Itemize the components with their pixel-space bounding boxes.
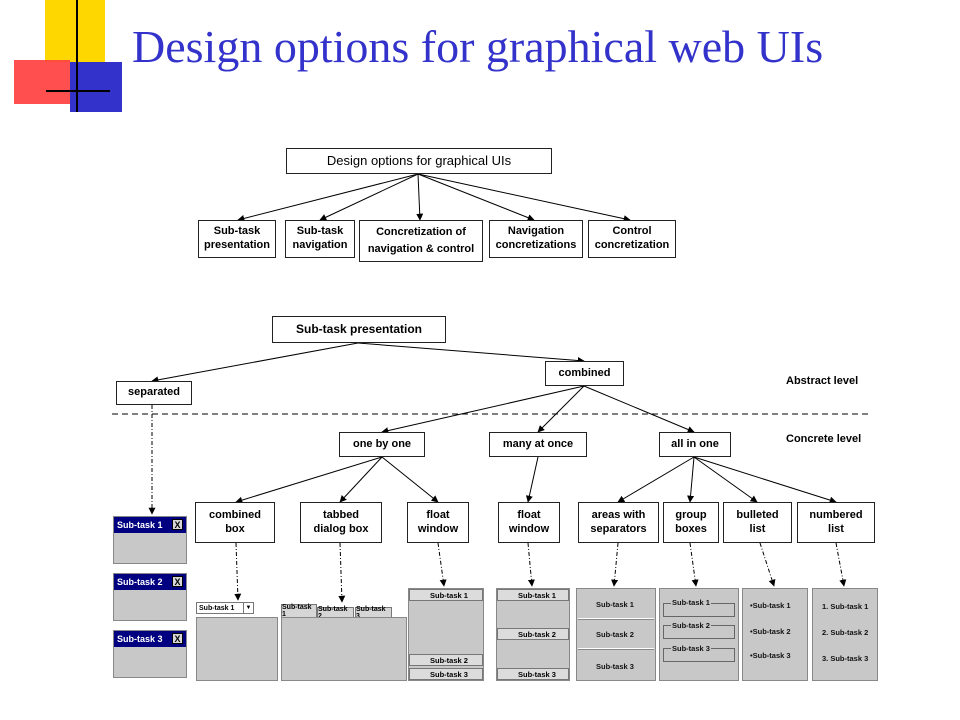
mock-area-label-1: Sub-task 1 [596, 600, 634, 609]
slide-title: Design options for graphical web UIs [132, 21, 824, 72]
deco-blue-square [70, 62, 122, 112]
mock-float-b-bar-2: Sub-task 2 [497, 628, 569, 640]
mock-float-a-bar-1: Sub-task 1 [409, 589, 483, 601]
node-separated: separated [116, 381, 192, 405]
deco-yellow-square [45, 0, 105, 62]
node-many-at-once: many at once [489, 432, 587, 457]
deco-horizontal-line [46, 90, 110, 92]
mock-numbered-item-1: 1. Sub-task 1 [822, 602, 869, 611]
mock-group-label-1: Sub-task 1 [671, 598, 711, 607]
bullet-icon: • [750, 627, 753, 636]
node-combined: combined [545, 361, 624, 386]
close-icon: X [172, 576, 183, 587]
mock-bullet-item-3: •Sub-task 3 [750, 651, 791, 660]
bullet-icon: • [750, 601, 753, 610]
mock-numbered-item-3: 3. Sub-task 3 [822, 654, 869, 663]
mock-float-b-bar-1: Sub-task 1 [497, 589, 569, 601]
mock-tab-panel [281, 617, 407, 681]
deco-vertical-line [76, 0, 78, 112]
mock-numbered-item-2: 2. Sub-task 2 [822, 628, 869, 637]
mock-tab-3: Sub-task 3 [355, 606, 392, 620]
mock-combo-panel [196, 617, 278, 681]
mock-area-separator-2 [578, 648, 654, 650]
mock-area-label-2: Sub-task 2 [596, 630, 634, 639]
mock-group-label-2: Sub-task 2 [671, 621, 711, 630]
mock-bulleted-panel [742, 588, 808, 681]
label-concrete-level: Concrete level [786, 433, 862, 445]
mock-numbered-panel [812, 588, 878, 681]
node-one-by-one: one by one [339, 432, 425, 457]
label-abstract-level: Abstract level [786, 375, 859, 387]
mock-area-label-3: Sub-task 3 [596, 662, 634, 671]
mock-tab-1: Sub-task 1 [281, 604, 317, 618]
node-subtask-presentation-root: Sub-task presentation [272, 316, 446, 343]
mock-float-a-bar-3: Sub-task 3 [409, 668, 483, 680]
mock-bullet-item-2: •Sub-task 2 [750, 627, 791, 636]
close-icon: X [172, 519, 183, 530]
mock-group-label-3: Sub-task 3 [671, 644, 711, 653]
mock-area-separator-1 [578, 618, 654, 620]
chevron-down-icon: ▼ [243, 602, 254, 614]
deco-red-square [14, 60, 70, 104]
mock-bullet-item-1: •Sub-task 1 [750, 601, 791, 610]
mock-areas-panel [576, 588, 656, 681]
mock-float-b-bar-3: Sub-task 3 [497, 668, 569, 680]
bullet-icon: • [750, 651, 753, 660]
mock-combo-field: Sub-task 1 [196, 602, 244, 614]
node-all-in-one: all in one [659, 432, 731, 457]
mock-float-a-bar-2: Sub-task 2 [409, 654, 483, 666]
node-design-options-root: Design options for graphical UIs [286, 148, 552, 174]
close-icon: X [172, 633, 183, 644]
